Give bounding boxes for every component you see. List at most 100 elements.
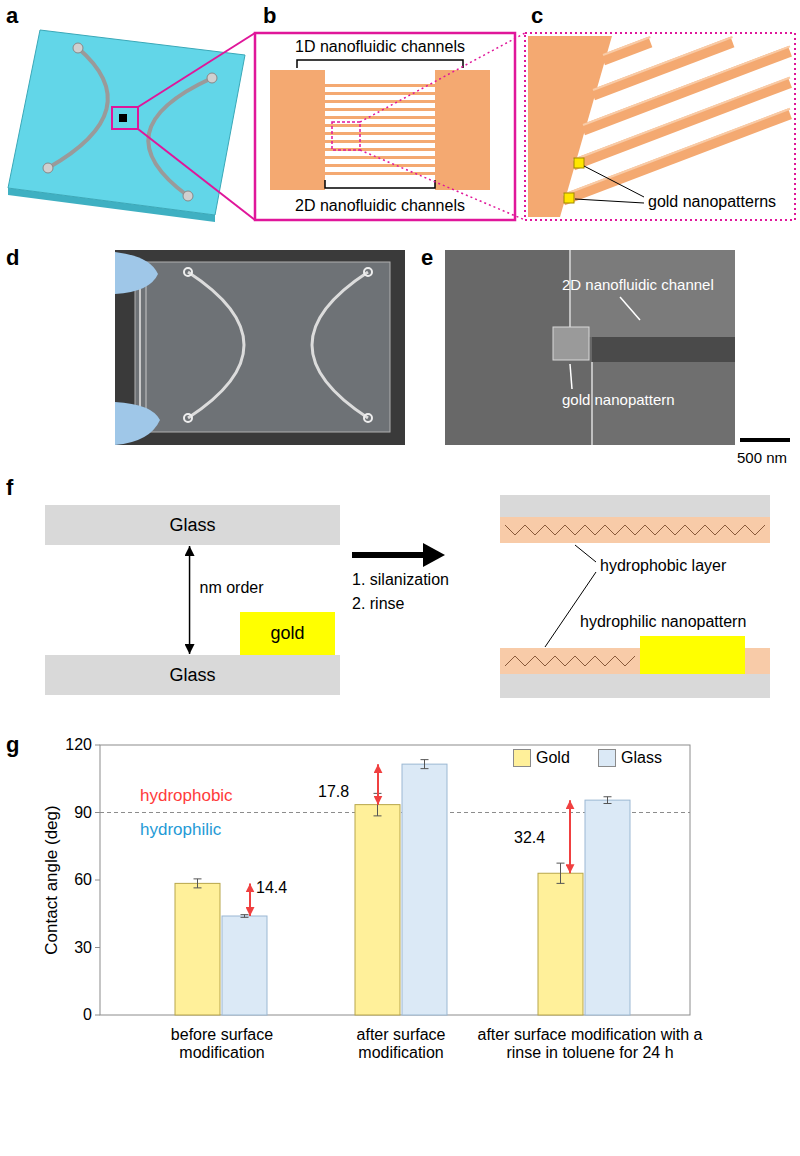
port [183,191,193,201]
error-bar [557,863,565,883]
bar [355,805,400,1015]
panel-letter: a [6,3,18,28]
glass-slab: Glass [45,655,340,695]
channel [325,132,435,135]
hydrophobic-layer [745,648,770,674]
legend-swatch [513,749,531,767]
image-label: gold nanopattern [562,391,675,408]
edge-label: nm order [198,579,266,597]
dimension-arrow [189,546,191,654]
zoom-box [112,107,138,129]
node-label: Glass [169,665,215,686]
bar [222,916,267,1015]
panel-letter: d [6,245,19,270]
process-arrow [352,552,425,558]
zoom-line [138,129,255,220]
port [184,268,192,276]
leader-line [570,364,572,389]
chip-edge [146,262,147,432]
nano-region [119,114,127,122]
legend-item: Gold [513,749,570,767]
gold-square [574,158,584,168]
channel-highlight [583,46,790,125]
channel [325,164,435,167]
plot-frame [100,745,690,1015]
tick-label: 120 [65,736,92,754]
glove [115,252,158,294]
difference-arrow [249,883,251,916]
glass-slab [500,674,770,698]
port [43,163,53,173]
region-label: hydrophilic [140,820,221,840]
port [364,268,372,276]
sem-channel [592,337,735,362]
channel [325,84,435,87]
glass-slab [500,495,770,517]
leader-line [545,572,596,647]
channel-highlight [563,109,790,195]
legend-swatch [598,749,616,767]
error-bar [604,797,612,804]
region-label: hydrophobic [140,786,233,806]
panel-letter: b [263,3,276,28]
channel [325,140,435,143]
tick-label: 0 [83,1006,92,1024]
node-label: gold [270,623,304,644]
microchannel [48,48,108,168]
port [364,414,372,422]
sem-gold-pattern [553,327,589,360]
glass-chip [135,262,390,432]
port [73,43,83,53]
channel-highlight [603,37,650,55]
process-arrowhead [423,543,445,567]
tick [95,1015,100,1016]
gold-pattern [640,636,745,674]
callout-label: gold nanopatterns [648,193,776,211]
scale-bar-label: 500 nm [737,449,787,466]
hydrophobic-layer [500,517,770,543]
layer-label: hydrophobic layer [600,557,726,575]
difference-arrow [377,764,379,805]
leader-line [620,297,640,320]
bar [175,883,220,1015]
leader-line [575,545,596,562]
node-label: Glass [169,515,215,536]
difference-arrow [569,800,571,873]
panel-letter: f [6,475,13,500]
siloxane-chain [505,656,635,666]
error-bar [241,915,249,918]
panel-letter: e [421,245,433,270]
channel [325,172,435,175]
panel-letter: c [531,3,543,28]
siloxane-chain [505,525,765,535]
zoom-frame [525,33,795,220]
port [207,73,217,83]
scale-bar [740,438,790,442]
leader-line [584,166,644,197]
bar [402,764,447,1015]
bracket [325,180,435,188]
channel [325,116,435,119]
channel [325,100,435,103]
photo-background [115,250,405,445]
bar [538,873,583,1015]
channel-highlight [573,78,790,160]
step-label: 1. silanization [352,571,449,589]
layer-label: hydrophilic nanopattern [580,613,746,631]
sem-edge [569,250,571,337]
chip-body [8,30,245,215]
difference-value: 14.4 [256,879,287,897]
error-bar [421,760,429,769]
glove [115,402,160,445]
tick [95,745,100,746]
gold-pattern: gold [240,612,335,655]
microchannel [312,272,368,418]
zoom-box [332,122,360,150]
hydrophobic-layer [500,648,640,674]
bracket-label: 2D nanofluidic channels [295,197,465,215]
pad [435,70,490,190]
port [184,414,192,422]
channel-bar [563,114,790,200]
channel-bar [603,42,650,60]
